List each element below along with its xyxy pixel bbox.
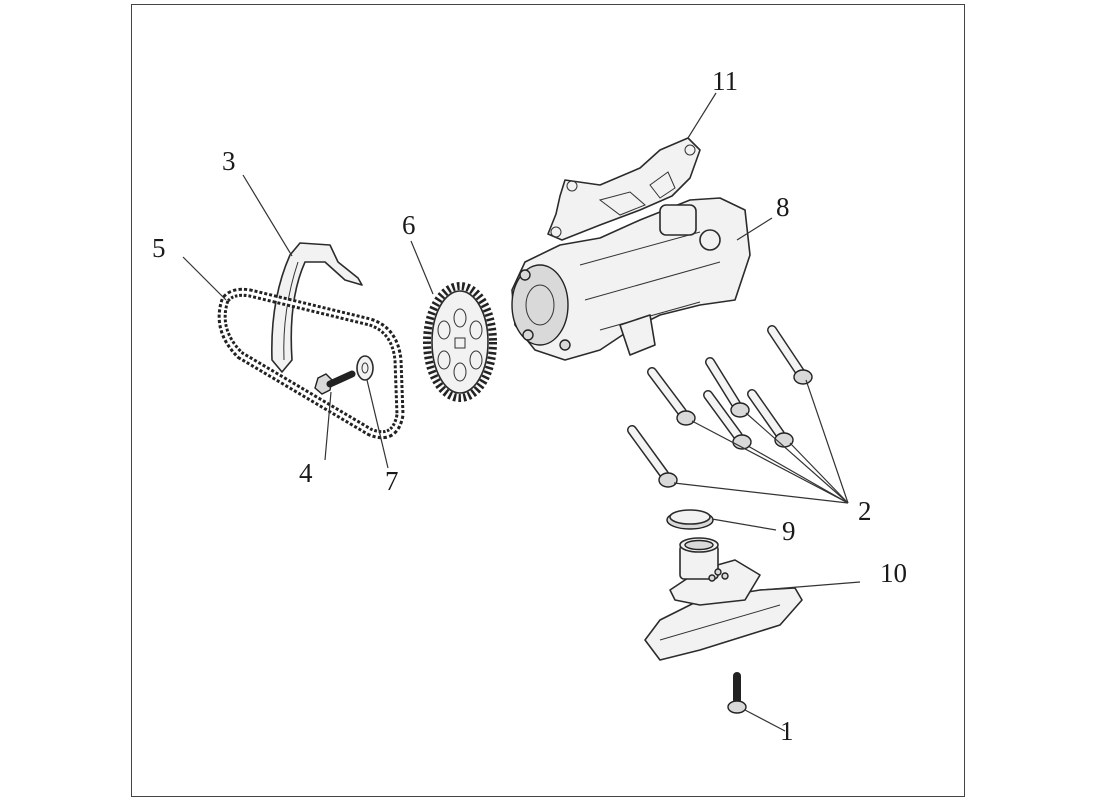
oil-strainer-part-10 [644,537,803,661]
sprocket-part-6 [423,282,497,402]
seal-ring-part-9 [666,509,714,530]
bolt-2f [627,425,678,488]
callout-4: 4 [299,458,313,488]
bolt-2b [705,357,750,418]
callout-8: 8 [776,192,790,222]
callout-1: 1 [780,716,794,746]
bolt-2e [747,389,794,448]
callout-9: 9 [782,516,796,546]
washer-part-7 [356,355,374,381]
bolt-2d [703,390,752,450]
bolt-2a [767,325,813,385]
callout-6: 6 [402,210,416,240]
diagram-frame [131,4,965,797]
oil-pump-part-8 [511,197,751,361]
bolts-part-2 [627,325,813,488]
bolt-part-4 [314,370,356,395]
callout-10: 10 [880,558,907,588]
callout-11: 11 [712,66,738,96]
bolt-2c [647,367,696,426]
chain-guide-part-3 [271,242,363,373]
chain-part-5 [217,287,405,440]
callout-3: 3 [222,146,236,176]
callout-2: 2 [858,496,872,526]
callout-7: 7 [385,466,399,496]
bolt-part-1 [727,672,747,714]
gasket-part-11 [547,137,701,241]
callout-5: 5 [152,233,166,263]
leader-lines [182,92,861,732]
